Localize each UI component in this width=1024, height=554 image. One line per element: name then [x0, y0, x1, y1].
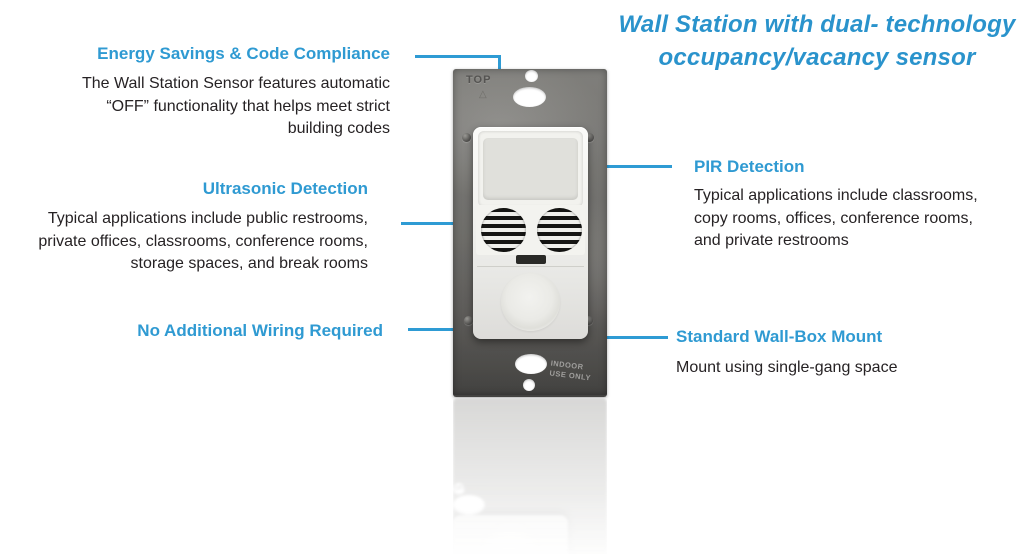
callout-energy-heading: Energy Savings & Code Compliance: [97, 44, 390, 63]
callout-energy-body: The Wall Station Sensor features automat…: [18, 73, 390, 141]
callout-energy-line: The Wall Station Sensor features automat…: [82, 75, 390, 92]
connector-wiring-horizontal: [408, 328, 482, 331]
callout-energy-line: “OFF” functionality that helps meet stri…: [106, 97, 390, 115]
callout-ultrasonic-heading: Ultrasonic Detection: [202, 179, 368, 198]
sensor-seam: [477, 266, 584, 267]
sensor-body: [473, 127, 588, 339]
plate-top-label: TOP: [466, 74, 492, 86]
callout-mount: Standard Wall-Box Mount Mount using sing…: [676, 327, 1006, 380]
callout-mount-body: Mount using single-gang space: [676, 357, 1006, 380]
callout-pir-line: and private restrooms: [694, 232, 849, 249]
callout-mount-heading: Standard Wall-Box Mount: [676, 327, 883, 346]
callout-pir-heading: PIR Detection: [694, 157, 805, 176]
callout-mount-line: Mount using single-gang space: [676, 359, 898, 376]
connector-mount-horizontal: [580, 336, 668, 339]
callout-ultrasonic: Ultrasonic Detection Typical application…: [2, 179, 368, 276]
callout-pir-body: Typical applications include classrooms,…: [694, 185, 1020, 253]
callout-ultrasonic-line: private offices, classrooms, conference …: [38, 232, 368, 250]
screw-icon: [462, 133, 471, 142]
ultrasonic-grille-right: [537, 208, 582, 252]
callout-pir-line: Typical applications include classrooms,: [694, 187, 978, 204]
page-title: Wall Station with dual- technology occup…: [612, 8, 1022, 74]
callout-pir-line: copy rooms, offices, conference rooms,: [694, 209, 973, 227]
pir-lens-frame: [478, 131, 583, 207]
ir-window-slot: [516, 255, 546, 264]
mounting-hole-top-oval: [513, 87, 546, 107]
device-reflection: INDOOR USE ONLY: [452, 399, 607, 554]
callout-ultrasonic-line: storage spaces, and break rooms: [130, 255, 368, 272]
reflection-sensor: [453, 515, 568, 554]
callout-energy: Energy Savings & Code Compliance The Wal…: [18, 44, 390, 141]
indoor-use-only-label: INDOOR USE ONLY: [549, 358, 592, 382]
reflection-plate: INDOOR USE ONLY: [452, 399, 607, 554]
ultrasonic-grille-left: [481, 208, 526, 252]
wall-station-mounting-plate: TOP △ INDOOR USE ONLY: [453, 69, 607, 397]
connector-pir-horizontal: [560, 165, 672, 168]
sensor-pushbutton[interactable]: [501, 273, 560, 331]
mounting-hole-bottom-oval: [515, 354, 547, 374]
callout-ultrasonic-line: Typical applications include public rest…: [47, 210, 368, 227]
ultrasonic-grille-panel: [476, 205, 585, 255]
connector-energy-horizontal: [415, 55, 501, 58]
screw-icon: [585, 133, 594, 142]
page-title-line-2: occupancy/vacancy sensor: [658, 44, 976, 71]
callout-pir: PIR Detection Typical applications inclu…: [694, 157, 1020, 253]
page-title-line-1: Wall Station with dual- technology: [618, 11, 1016, 38]
callout-wiring-heading: No Additional Wiring Required: [137, 321, 383, 340]
callout-ultrasonic-body: Typical applications include public rest…: [2, 208, 368, 276]
screw-icon: [464, 316, 473, 325]
mounting-hole-top-circle: [525, 70, 538, 82]
mounting-hole-bottom-circle: [523, 379, 535, 391]
screw-icon: [584, 316, 593, 325]
pir-lens: [483, 138, 578, 200]
callout-energy-line: building codes: [287, 120, 390, 137]
callout-wiring: No Additional Wiring Required: [18, 321, 383, 341]
orientation-triangle-icon: △: [479, 89, 487, 100]
connector-ultrasonic-horizontal: [401, 222, 479, 225]
